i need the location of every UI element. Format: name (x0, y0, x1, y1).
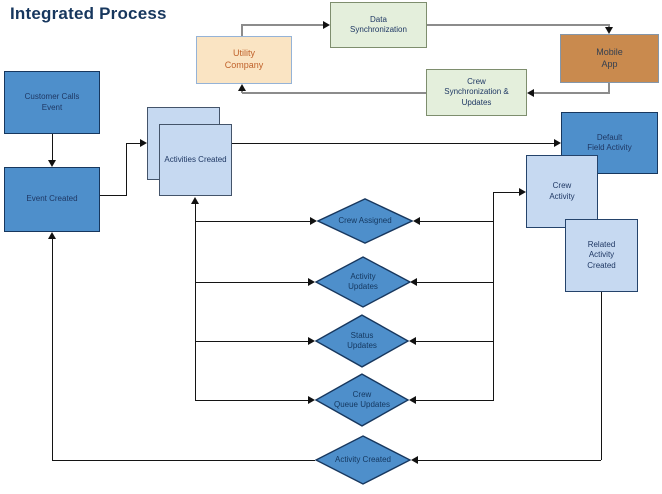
node-customer-calls-event: Customer Calls Event (4, 71, 100, 134)
connector-datasync-to-mobile (427, 24, 610, 26)
node-event-created-label: Event Created (26, 194, 78, 204)
arrowhead-into-crew-queue-updates (308, 396, 315, 404)
node-default-field-activity-label: Default Field Activity (587, 132, 632, 152)
connector-left-trunk-to-status-updates (195, 340, 309, 342)
arrowhead-into-crew-assigned-right (413, 217, 420, 225)
diamond-shape (317, 198, 413, 244)
connector-utility-to-datasync (241, 25, 243, 36)
node-activity-updates-label: Activity Updates (348, 272, 378, 291)
connector-related-to-activitycreated (417, 459, 601, 461)
page-title: Integrated Process (10, 4, 167, 23)
connector-event-to-activities (100, 194, 126, 196)
connector-customer-to-event (51, 134, 53, 161)
connector-right-trunk-to-crew-assigned (419, 220, 493, 222)
node-status-updates-label: Status Updates (347, 331, 377, 350)
connector-left-trunk (194, 204, 196, 401)
connector-datasync-to-mobile (608, 24, 610, 28)
node-utility-company: Utility Company (196, 36, 292, 84)
connector-mobile-to-crewsync (534, 92, 610, 94)
arrowhead-into-status-updates-right (409, 337, 416, 345)
arrowhead-into-activities-created-bottom (191, 197, 199, 204)
arrowhead-into-crew-activity (519, 188, 526, 196)
node-mobile-app: Mobile App (560, 34, 659, 83)
node-crew-activity-label: Crew Activity (549, 181, 575, 201)
diamond-shape (315, 314, 409, 368)
node-crew-synchronization-updates-label: Crew Synchronization & Updates (444, 76, 509, 107)
node-data-synchronization: Data Synchronization (330, 2, 427, 48)
node-activity-updates: Activity Updates (315, 256, 411, 308)
connector-activitycreated-to-event (51, 239, 53, 460)
arrowhead-into-activity-created (411, 456, 418, 464)
node-crew-assigned-label: Crew Assigned (338, 216, 392, 225)
connector-right-trunk-to-status-updates (415, 340, 493, 342)
connector-activities-to-defaultfield (232, 142, 554, 144)
arrowhead-into-activity-updates-right (410, 278, 417, 286)
arrowhead-into-activity-updates (308, 278, 315, 286)
connector-right-trunk (492, 191, 494, 401)
node-crew-synchronization-updates: Crew Synchronization & Updates (426, 69, 527, 116)
diamond-shape (315, 256, 411, 308)
diamond-shape (315, 435, 411, 485)
connector-left-trunk-to-crew-assigned (195, 220, 311, 222)
node-related-activity-created-label: Related Activity Created (587, 239, 616, 270)
connector-left-trunk-to-activity-updates (195, 281, 309, 283)
connector-utility-to-datasync (241, 24, 323, 26)
arrowhead-into-event-created (48, 160, 56, 167)
arrowhead-into-crew-queue-right (409, 396, 416, 404)
node-utility-company-label: Utility Company (224, 48, 264, 70)
node-mobile-app-label: Mobile App (596, 46, 623, 69)
connector-activitycreated-to-event (52, 459, 315, 461)
connector-right-trunk-to-crew-queue (415, 399, 493, 401)
arrowhead-into-status-updates (308, 337, 315, 345)
arrowhead-into-utility-company (238, 84, 246, 91)
node-activity-created: Activity Created (315, 435, 411, 485)
arrowhead-into-data-synchronization (323, 21, 330, 29)
connector-mobile-to-crewsync (608, 83, 610, 93)
node-activity-created-label: Activity Created (334, 455, 392, 464)
node-crew-queue-updates-label: Crew Queue Updates (333, 390, 391, 409)
node-crew-activity: Crew Activity (526, 155, 598, 228)
connector-crewsync-to-utility (241, 89, 243, 93)
arrowhead-into-crew-synchronization (527, 89, 534, 97)
node-crew-assigned: Crew Assigned (317, 198, 413, 244)
node-customer-calls-event-label: Customer Calls Event (24, 92, 80, 112)
diamond-shape (315, 373, 409, 427)
node-related-activity-created: Related Activity Created (565, 219, 638, 292)
connector-crewsync-to-utility (242, 92, 426, 94)
connector-right-trunk-to-crew-activity (493, 191, 520, 193)
connector-related-to-activitycreated (600, 292, 602, 460)
node-activities-created: Activities Created (159, 124, 232, 196)
node-status-updates: Status Updates (315, 314, 409, 368)
node-data-synchronization-label: Data Synchronization (350, 14, 407, 34)
connector-event-to-activities (126, 142, 141, 144)
connector-right-trunk-to-activity-updates (416, 281, 493, 283)
node-crew-queue-updates: Crew Queue Updates (315, 373, 409, 427)
arrowhead-into-default-field-activity (554, 139, 561, 147)
arrowhead-into-activities-created (140, 139, 147, 147)
arrowhead-into-crew-assigned (310, 217, 317, 225)
arrowhead-into-event-created-bottom (48, 232, 56, 239)
node-event-created: Event Created (4, 167, 100, 232)
connector-left-trunk-to-crew-queue (195, 399, 309, 401)
node-activities-created-label: Activities Created (164, 154, 227, 164)
arrowhead-into-mobile-app (605, 27, 613, 34)
connector-event-to-activities (125, 143, 127, 196)
